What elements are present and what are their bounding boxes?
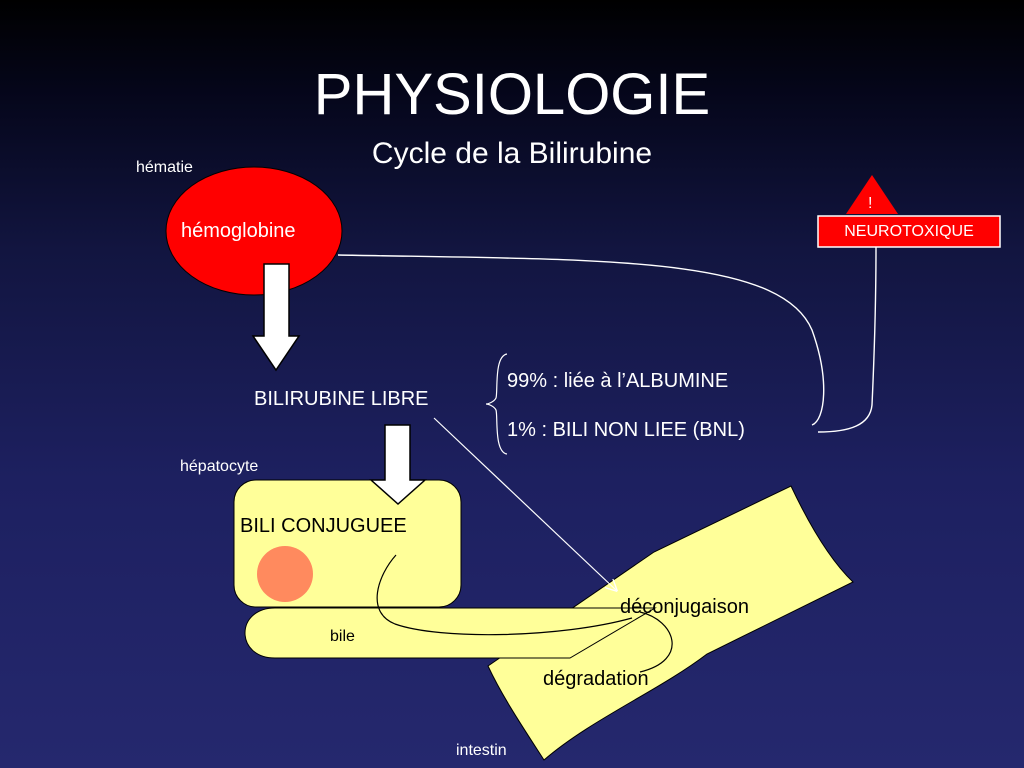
bili-conjuguee-label: BILI CONJUGUEE	[240, 515, 407, 537]
brace-bracket	[485, 353, 508, 455]
arrow-reabsorption	[433, 417, 616, 590]
connector-hemoglobin-bnl	[337, 254, 825, 426]
bile-label: bile	[330, 628, 355, 645]
warning-triangle-icon	[846, 175, 898, 214]
connector-bnl-neurotoxique	[817, 246, 877, 433]
neurotoxique-box	[817, 215, 1001, 248]
degradation-label: dégradation	[543, 668, 649, 690]
arrow-to-bilirubine-libre	[251, 263, 301, 372]
neurotoxique-label: NEUROTOXIQUE	[844, 223, 974, 240]
page-title: PHYSIOLOGIE	[313, 62, 711, 127]
hematie-label: hématie	[136, 159, 193, 176]
hepatocyte-nucleus	[257, 546, 313, 602]
deconjugaison-label: déconjugaison	[620, 596, 749, 618]
bile-flow-line	[376, 554, 633, 636]
degradation-flow-line	[639, 611, 673, 673]
warning-symbol: !	[868, 195, 873, 212]
hepatocyte-label: hépatocyte	[180, 458, 259, 475]
intestin-label: intestin	[456, 742, 507, 759]
bnl-label: 1% : BILI NON LIEE (BNL)	[507, 419, 745, 441]
albumine-bound-label: 99% : liée à l’ALBUMINE	[507, 370, 729, 392]
hemoglobin-ellipse	[165, 166, 343, 296]
hemoglobine-label: hémoglobine	[181, 220, 296, 242]
intestine-shape	[487, 485, 854, 761]
page-subtitle: Cycle de la Bilirubine	[371, 137, 653, 170]
arrow-to-bili-conjuguee	[369, 424, 427, 506]
bilirubine-libre-label: BILIRUBINE LIBRE	[254, 388, 429, 410]
